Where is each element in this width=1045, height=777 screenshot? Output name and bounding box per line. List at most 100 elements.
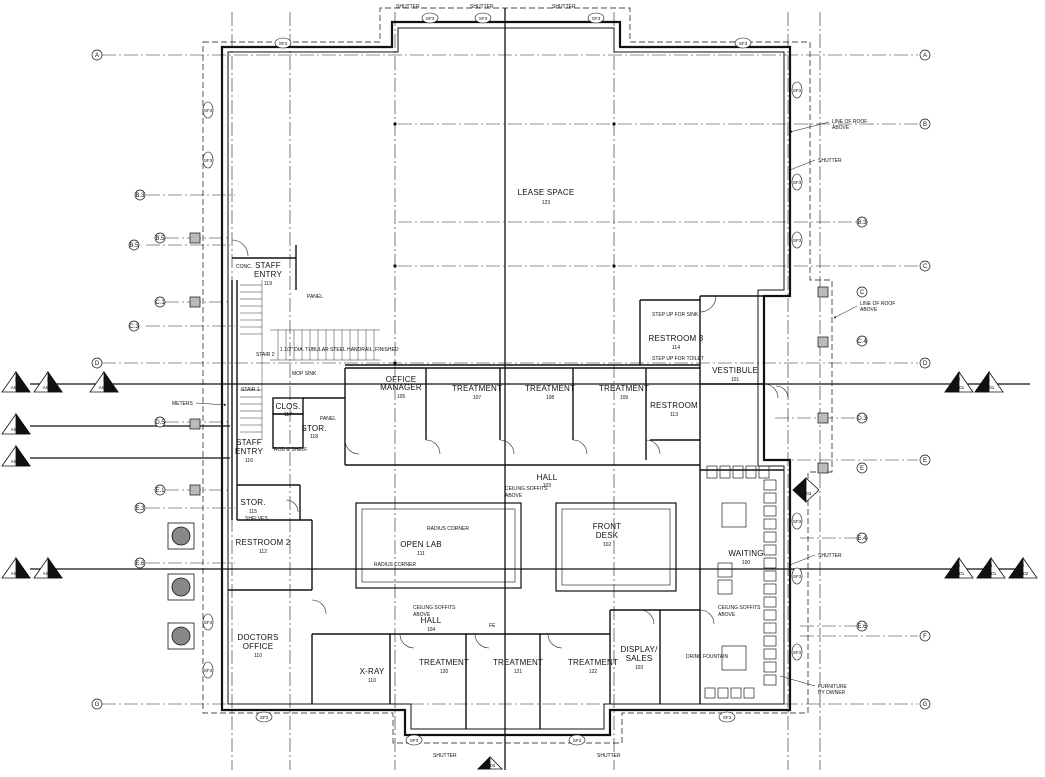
svg-text:STAIR 1: STAIR 1 [241, 387, 260, 393]
grid-bubbles [91, 49, 931, 710]
svg-text:108: 108 [546, 395, 555, 401]
svg-text:SF3: SF3 [793, 519, 802, 524]
section-markers [1, 370, 1038, 770]
svg-text:METERS: METERS [172, 401, 194, 407]
svg-text:1: 1 [103, 377, 106, 382]
svg-text:2: 2 [958, 377, 961, 382]
svg-text:RESTROOM: RESTROOM [650, 401, 698, 410]
section-marker-labels: A501 A501 A501 A503 A503 A501 A501 A501 … [11, 377, 1029, 768]
svg-text:119: 119 [264, 281, 272, 287]
svg-text:TREATMENT: TREATMENT [599, 384, 649, 393]
svg-text:A501: A501 [11, 385, 22, 390]
svg-text:C.4: C.4 [857, 339, 867, 345]
svg-text:MOP SINK: MOP SINK [292, 371, 317, 377]
svg-text:120: 120 [440, 669, 449, 675]
svg-text:TREATMENT: TREATMENT [419, 658, 469, 667]
svg-text:DRINK FOUNTAIN: DRINK FOUNTAIN [686, 654, 729, 660]
svg-text:B.3: B.3 [857, 220, 867, 226]
svg-text:TREATMENT: TREATMENT [493, 658, 543, 667]
svg-text:ABOVE: ABOVE [718, 612, 736, 618]
column-pads [189, 232, 829, 496]
room-labels: LEASE SPACE 123 STAFF ENTRY 119 OFFICE M… [235, 188, 763, 684]
svg-text:4: 4 [990, 563, 993, 568]
svg-text:SHUTTER: SHUTTER [552, 4, 576, 10]
svg-text:E: E [860, 466, 864, 472]
svg-text:ABOVE: ABOVE [832, 125, 850, 131]
svg-text:SHUTTER: SHUTTER [818, 158, 842, 164]
svg-text:WAITING: WAITING [728, 549, 763, 558]
svg-text:A503: A503 [485, 763, 496, 768]
svg-text:STOR.: STOR. [301, 424, 326, 433]
svg-text:X-RAY: X-RAY [360, 667, 385, 676]
svg-text:HALL: HALL [537, 473, 558, 482]
svg-text:DOCTORS: DOCTORS [237, 633, 278, 642]
svg-text:114: 114 [672, 345, 680, 351]
svg-text:A: A [923, 53, 927, 59]
svg-text:STAIR 2: STAIR 2 [256, 352, 275, 358]
svg-text:SHUTTER: SHUTTER [433, 753, 457, 759]
svg-text:DESK: DESK [596, 531, 619, 540]
stair-treads [240, 280, 380, 440]
svg-text:SHUTTER: SHUTTER [396, 4, 420, 10]
svg-text:SF3: SF3 [723, 715, 732, 720]
svg-text:ABOVE: ABOVE [413, 612, 431, 618]
svg-text:E.3: E.3 [135, 506, 145, 512]
svg-text:D.3: D.3 [857, 416, 867, 422]
svg-text:SF3: SF3 [793, 180, 802, 185]
svg-text:A501: A501 [99, 385, 110, 390]
svg-text:C.1: C.1 [155, 300, 165, 306]
svg-text:100: 100 [742, 560, 751, 566]
svg-text:1 1/2" DIA. TUBULAR STEEL HAND: 1 1/2" DIA. TUBULAR STEEL HANDRAIL, FINI… [280, 347, 399, 353]
svg-text:CEILING SOFFITS: CEILING SOFFITS [413, 605, 456, 611]
svg-text:A503: A503 [801, 491, 812, 496]
svg-text:CLOS.: CLOS. [275, 402, 300, 411]
svg-text:ROD & SHELF: ROD & SHELF [274, 447, 307, 453]
svg-text:C: C [923, 264, 928, 270]
svg-text:B.5: B.5 [155, 236, 165, 242]
svg-text:SHUTTER: SHUTTER [597, 753, 621, 759]
svg-text:RESTROOM 2: RESTROOM 2 [236, 538, 291, 547]
svg-text:FRONT: FRONT [593, 522, 622, 531]
svg-text:103: 103 [635, 665, 644, 671]
svg-text:BY OWNER: BY OWNER [818, 690, 846, 696]
svg-text:VESTIBULE: VESTIBULE [712, 366, 758, 375]
svg-text:RADIUS CORNER: RADIUS CORNER [427, 526, 469, 532]
svg-text:SHUTTER: SHUTTER [818, 553, 842, 559]
svg-text:MANAGER: MANAGER [380, 383, 422, 392]
svg-text:101: 101 [731, 377, 740, 383]
svg-text:STAFF: STAFF [236, 438, 262, 447]
svg-text:G: G [923, 702, 928, 708]
svg-text:OPEN LAB: OPEN LAB [400, 540, 442, 549]
svg-text:B.5: B.5 [129, 243, 139, 249]
svg-text:SF3: SF3 [279, 41, 288, 46]
svg-text:TREATMENT: TREATMENT [568, 658, 618, 667]
svg-text:TREATMENT: TREATMENT [525, 384, 575, 393]
svg-text:E.4: E.4 [857, 536, 867, 542]
svg-text:121: 121 [514, 669, 523, 675]
svg-text:RADIUS CORNER: RADIUS CORNER [374, 562, 416, 568]
site-fixtures [167, 522, 195, 650]
exterior-walls [202, 7, 833, 744]
svg-text:105: 105 [397, 394, 406, 400]
svg-text:CONC.: CONC. [236, 264, 252, 270]
svg-text:117: 117 [284, 412, 292, 418]
svg-text:103: 103 [543, 483, 552, 489]
svg-text:SF3: SF3 [793, 650, 802, 655]
svg-text:123: 123 [542, 200, 551, 206]
svg-text:STEP UP FOR SINK: STEP UP FOR SINK [652, 312, 699, 318]
svg-text:ABOVE: ABOVE [860, 307, 878, 313]
svg-text:SF3: SF3 [793, 574, 802, 579]
svg-text:SF3: SF3 [204, 620, 213, 625]
svg-text:FURNITURE: FURNITURE [818, 684, 848, 690]
svg-text:SF3: SF3 [793, 88, 802, 93]
svg-text:A501: A501 [11, 571, 22, 576]
svg-text:111: 111 [417, 551, 425, 557]
svg-text:E.6: E.6 [857, 624, 867, 630]
grid-bubble-labels: A A B B.3 B.3 B.5 B.5 C C.1 C.3 C C.4 D … [95, 53, 928, 708]
svg-text:ENTRY: ENTRY [254, 270, 282, 279]
svg-text:107: 107 [473, 395, 482, 401]
svg-text:E: E [923, 458, 927, 464]
svg-text:HALL: HALL [421, 616, 442, 625]
svg-text:110: 110 [254, 653, 262, 659]
